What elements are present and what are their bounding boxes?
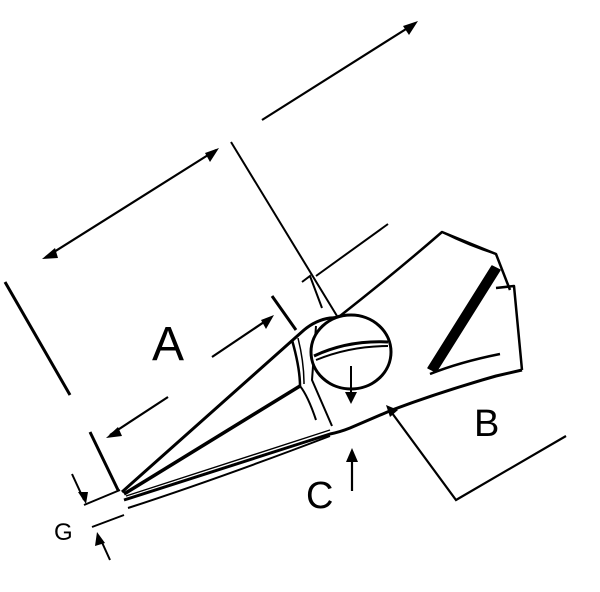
dimension-a bbox=[88, 295, 298, 491]
lower-handle bbox=[495, 284, 524, 371]
label-c: C bbox=[306, 475, 333, 517]
dimension-length-arrow bbox=[42, 148, 219, 259]
joint-guide-lines bbox=[301, 223, 389, 309]
label-g: G bbox=[54, 519, 73, 546]
lower-jaw bbox=[123, 368, 523, 502]
dimension-c-arrow bbox=[346, 448, 358, 491]
label-b: B bbox=[474, 403, 499, 445]
pliers-body bbox=[121, 230, 524, 509]
dimension-overall-length bbox=[261, 21, 418, 121]
extension-line-left bbox=[3, 281, 72, 396]
dimension-g bbox=[71, 473, 125, 561]
pivot-screw bbox=[309, 313, 393, 404]
upper-handle bbox=[339, 230, 512, 317]
extension-line-top bbox=[230, 141, 338, 317]
label-a: A bbox=[152, 318, 184, 371]
